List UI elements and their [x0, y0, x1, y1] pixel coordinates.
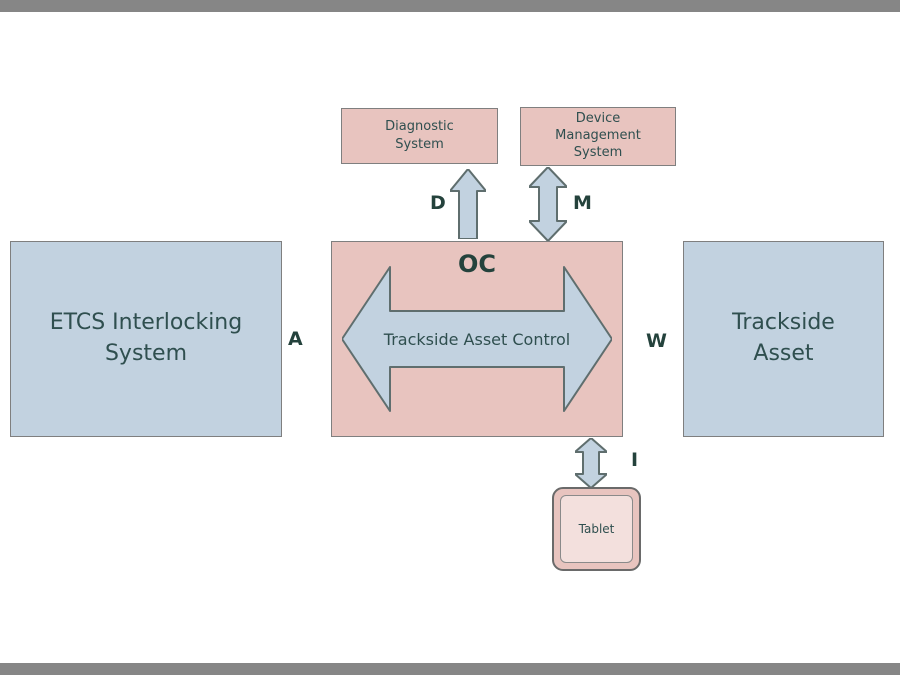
connector-label-m: M [573, 192, 592, 214]
double-arrow-m-icon [529, 167, 567, 241]
trackside-asset-box: Trackside Asset [683, 241, 884, 437]
diagnostic-system-box: Diagnostic System [341, 108, 498, 164]
connector-label-w: W [646, 330, 667, 352]
etcs-interlocking-system-box: ETCS Interlocking System [10, 241, 282, 437]
trackside-asset-label: Trackside Asset [732, 310, 835, 366]
connector-label-a: A [288, 328, 303, 350]
etcs-interlocking-system-label: ETCS Interlocking System [49, 310, 243, 366]
device-management-system-label: Device Management System [555, 111, 641, 160]
device-management-system-box: Device Management System [520, 107, 676, 166]
tablet-label: Tablet [578, 522, 615, 536]
connector-label-i: I [631, 449, 639, 471]
trackside-asset-control-label: Trackside Asset Control [383, 329, 571, 349]
up-arrow-d-icon [450, 169, 486, 239]
double-arrow-i-icon [575, 438, 607, 488]
bottom-letterbox-bar [0, 663, 900, 675]
connector-label-d: D [430, 192, 446, 214]
tablet-inner-screen: Tablet [560, 495, 633, 563]
oc-title: OC [457, 250, 496, 278]
trackside-asset-control-double-arrow-icon [342, 266, 612, 412]
diagnostic-system-label: Diagnostic System [385, 119, 454, 152]
tablet-box: Tablet [552, 487, 641, 571]
top-letterbox-bar [0, 0, 900, 12]
